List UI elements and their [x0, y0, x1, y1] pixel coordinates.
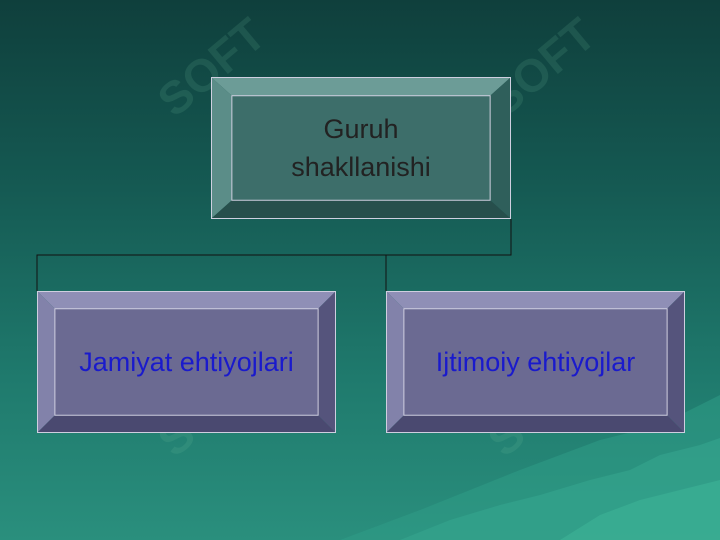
root-node: Guruh shakllanishi: [211, 77, 511, 219]
root-node-bevel: [212, 78, 510, 218]
child-node-right-label: Ijtimoiy ehtiyojlar: [435, 347, 636, 377]
child-node-right-bevel: [387, 292, 684, 432]
child-node-left: Jamiyat ehtiyojlari: [37, 291, 336, 433]
child-node-left-label: Jamiyat ehtiyojlari: [79, 347, 294, 377]
child-node-right: Ijtimoiy ehtiyojlar: [386, 291, 685, 433]
connector-root-left: [36, 219, 512, 291]
root-node-line1: Guruh: [323, 114, 399, 144]
child-node-left-bevel: [38, 292, 335, 432]
root-node-line2: shakllanishi: [291, 152, 431, 182]
root-node-label: Guruh shakllanishi: [291, 110, 431, 186]
